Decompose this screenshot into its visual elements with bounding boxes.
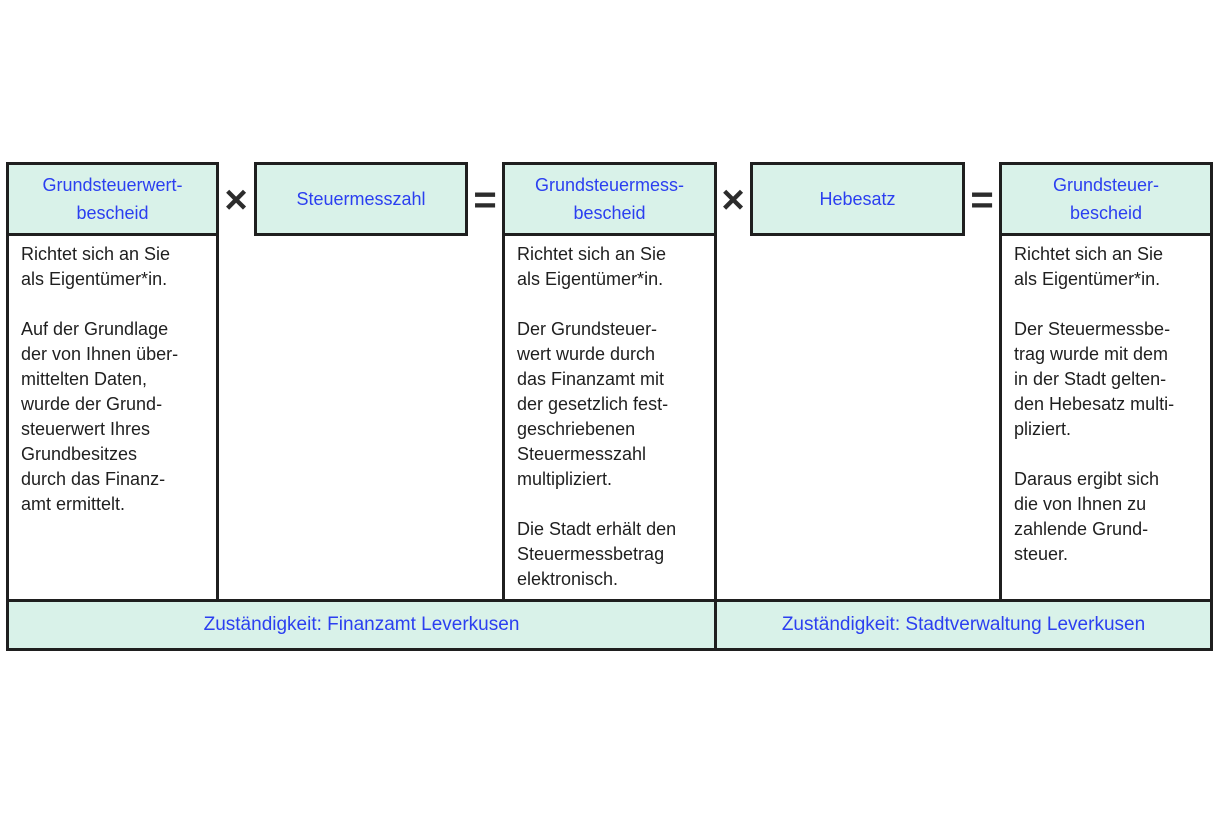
box-grundsteuerbescheid: Grundsteuer- bescheid xyxy=(999,162,1213,236)
responsibility-stadtverwaltung: Zuständigkeit: Stadtverwaltung Leverkuse… xyxy=(714,599,1213,651)
box-hebesatz: Hebesatz xyxy=(750,162,965,236)
box-title-line: bescheid xyxy=(573,203,646,223)
responsibility-label: Zuständigkeit: Finanzamt Leverkusen xyxy=(203,614,520,635)
paragraph: Der Grundsteuer- wert wurde durch das Fi… xyxy=(517,319,669,489)
paragraph: Daraus ergibt sich die von Ihnen zu zahl… xyxy=(1014,469,1160,564)
box-title-line: Steuermesszahl xyxy=(296,189,426,209)
description-grundsteuerwertbescheid: Richtet sich an Sie als Eigentümer*in. A… xyxy=(6,236,219,602)
multiply-operator: × xyxy=(721,178,745,222)
box-title-line: Hebesatz xyxy=(819,189,896,209)
box-title-line: bescheid xyxy=(76,203,149,223)
box-grundsteuermessbescheid: Grundsteuermess- bescheid xyxy=(502,162,717,236)
paragraph: Richtet sich an Sie als Eigentümer*in. xyxy=(21,244,171,289)
description-grundsteuermessbescheid: Richtet sich an Sie als Eigentümer*in. D… xyxy=(502,236,717,602)
box-title-line: bescheid xyxy=(1069,203,1143,223)
multiply-operator: × xyxy=(224,178,248,222)
responsibility-label: Zuständigkeit: Stadtverwaltung Leverkuse… xyxy=(781,614,1146,635)
paragraph: Richtet sich an Sie als Eigentümer*in. xyxy=(517,244,667,289)
box-steuermesszahl: Steuermesszahl xyxy=(254,162,468,236)
paragraph: Der Steuermessbe- trag wurde mit dem in … xyxy=(1014,319,1175,439)
paragraph: Richtet sich an Sie als Eigentümer*in. xyxy=(1014,244,1164,289)
responsibility-finanzamt: Zuständigkeit: Finanzamt Leverkusen xyxy=(6,599,717,651)
equals-operator: = xyxy=(970,178,994,222)
equals-operator: = xyxy=(473,178,497,222)
box-title-line: Grundsteuermess- xyxy=(534,175,685,195)
paragraph: Die Stadt erhält den Steuermessbetrag el… xyxy=(517,519,677,589)
paragraph: Auf der Grundlage der von Ihnen über- mi… xyxy=(21,319,179,514)
box-title-line: Grundsteuerwert- xyxy=(42,175,183,195)
box-title-line: Grundsteuer- xyxy=(1052,175,1160,195)
description-grundsteuerbescheid: Richtet sich an Sie als Eigentümer*in. D… xyxy=(999,236,1213,602)
box-grundsteuerwertbescheid: Grundsteuerwert- bescheid xyxy=(6,162,219,236)
